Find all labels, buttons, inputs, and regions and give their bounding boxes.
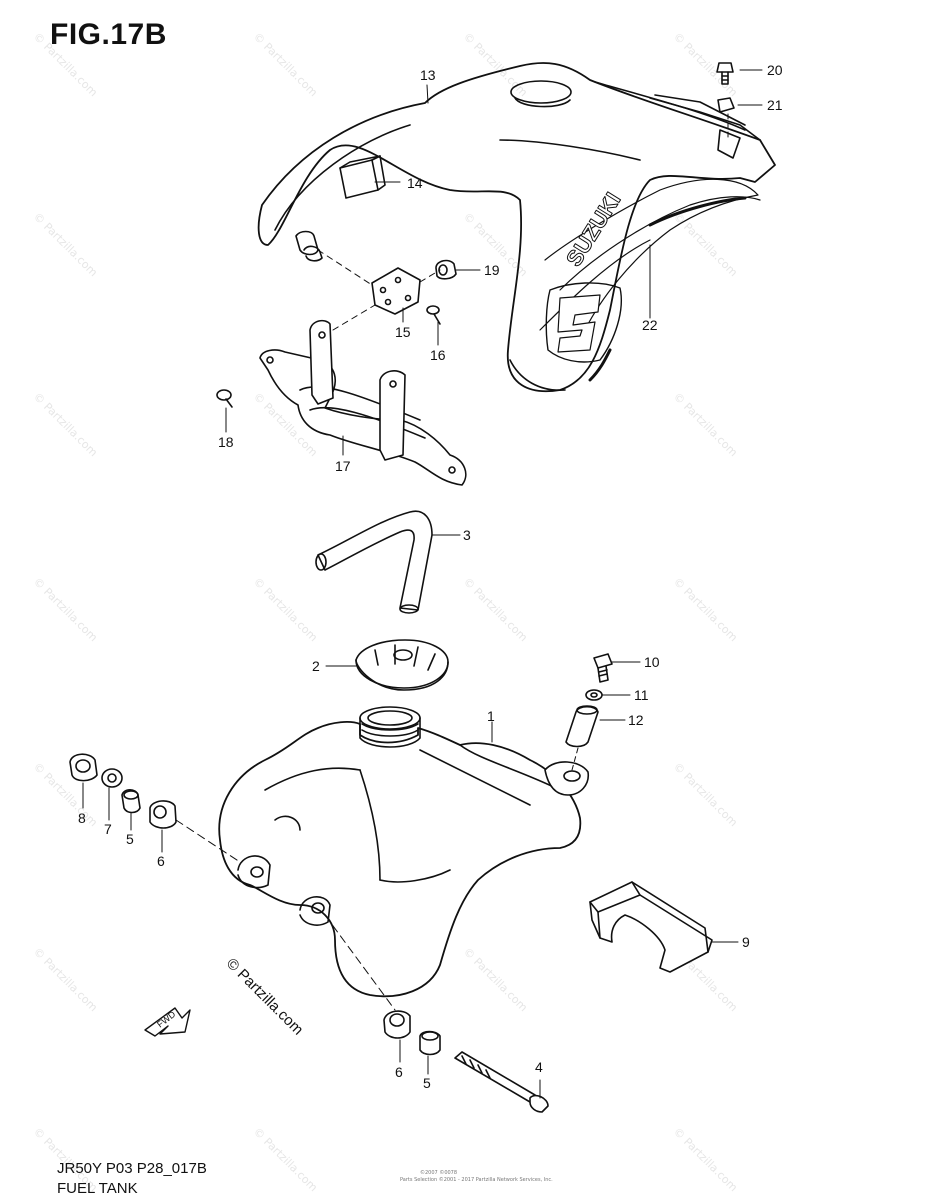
callout-3: 3	[463, 527, 471, 543]
cover-damper-part	[295, 230, 323, 262]
callout-6: 6	[157, 853, 165, 869]
breather-hose-part[interactable]	[315, 510, 433, 614]
callout-22: 22	[642, 317, 658, 333]
figure-code: JR50Y P03 P28_017B	[57, 1160, 207, 1177]
long-bolt-part[interactable]	[454, 1051, 549, 1113]
callout-14: 14	[407, 175, 423, 191]
tank-bolt-part[interactable]	[593, 653, 613, 683]
forward-direction-arrow-icon: FWD	[144, 1007, 191, 1037]
callout-20: 20	[767, 62, 783, 78]
rubber-cushion-part[interactable]	[149, 800, 177, 829]
callout-13: 13	[420, 67, 436, 83]
grommet-nut-part[interactable]	[435, 259, 457, 280]
tank-collar-part[interactable]	[565, 705, 599, 748]
callout-18: 18	[218, 434, 234, 450]
spacer-collar-part[interactable]	[121, 788, 141, 814]
fuel-tank-part[interactable]	[218, 706, 590, 998]
suzuki-decal-text: SUZUKI	[561, 188, 626, 271]
tank-cushion-part[interactable]	[589, 881, 713, 973]
callout-7: 7	[104, 821, 112, 837]
callout-15: 15	[395, 324, 411, 340]
callout-6-lower: 6	[395, 1064, 403, 1080]
callout-2: 2	[312, 658, 320, 674]
tank-washer-part[interactable]	[585, 689, 603, 701]
copyright-small: ©2007 ©0078	[420, 1170, 458, 1176]
leader-line	[175, 819, 241, 863]
callout-5-lower: 5	[423, 1075, 431, 1091]
cover-bolt-part[interactable]	[716, 62, 734, 85]
callout-1: 1	[487, 708, 495, 724]
callout-lines	[82, 69, 763, 1099]
lower-spacer-part[interactable]	[419, 1030, 441, 1056]
callout-4: 4	[535, 1059, 543, 1075]
collar-nut-part[interactable]	[69, 753, 98, 782]
callout-17: 17	[335, 458, 351, 474]
leader-line	[324, 914, 396, 1011]
callout-16: 16	[430, 347, 446, 363]
callout-11: 11	[634, 687, 649, 703]
callout-5: 5	[126, 831, 134, 847]
callout-21: 21	[767, 97, 783, 113]
callout-19: 19	[484, 262, 500, 278]
callout-9: 9	[742, 934, 750, 950]
figure-title: FIG.17B	[50, 18, 167, 51]
mounting-bracket-plate-part[interactable]	[371, 267, 421, 315]
leader-line	[571, 747, 579, 771]
washer-part[interactable]	[101, 768, 123, 788]
cover-nut-part[interactable]	[717, 97, 735, 113]
copyright-line: Parts Selection ©2001 - 2017 Partzilla N…	[400, 1177, 553, 1183]
callout-8: 8	[78, 810, 86, 826]
small-screw-part[interactable]	[426, 305, 441, 325]
tank-frame-bracket-part[interactable]	[259, 319, 467, 486]
lower-rubber-cushion-part[interactable]	[383, 1010, 411, 1039]
cushion-pad-part[interactable]	[339, 155, 386, 199]
bracket-screw-part[interactable]	[216, 389, 233, 408]
tank-cover-part[interactable]: SUZUKI	[257, 62, 776, 393]
figure-name: FUEL TANK	[57, 1180, 138, 1197]
callout-12: 12	[628, 712, 644, 728]
assembly-leader-lines	[317, 249, 441, 331]
callout-10: 10	[644, 654, 660, 670]
fuel-cap-part[interactable]	[355, 639, 449, 691]
callout-labels: 13 14 19 15 16 17 18 20 21 22 3 2 1 10 1…	[78, 62, 783, 1091]
